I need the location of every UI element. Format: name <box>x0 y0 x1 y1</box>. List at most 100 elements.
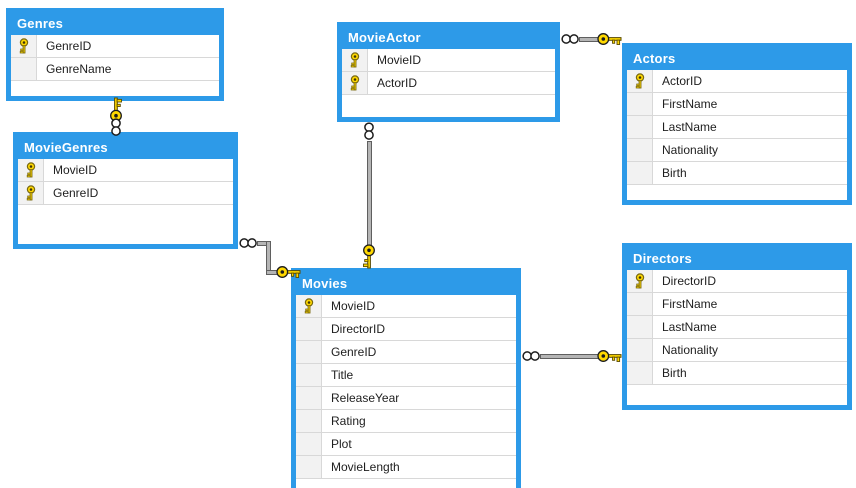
table-movieactor-title[interactable]: MovieActor <box>342 27 555 49</box>
primary-key-icon <box>635 73 644 89</box>
primary-key-icon <box>350 52 359 68</box>
column-name: Nationality <box>662 143 719 157</box>
column-name: Birth <box>662 166 687 180</box>
primary-key-icon <box>635 273 644 289</box>
pk-cell <box>18 159 44 181</box>
table-row[interactable]: MovieID <box>296 295 516 318</box>
primary-key-icon <box>304 298 313 314</box>
table-moviegenres[interactable]: MovieGenres MovieID GenreID <box>13 132 238 249</box>
key-icon <box>597 33 622 46</box>
table-actors-title[interactable]: Actors <box>627 48 847 70</box>
column-name: GenreName <box>46 62 112 76</box>
table-genres-body: GenreID GenreName <box>11 35 219 81</box>
table-moviegenres-title[interactable]: MovieGenres <box>18 137 233 159</box>
pk-cell <box>627 293 653 315</box>
pk-cell <box>296 364 322 386</box>
table-row[interactable]: Nationality <box>627 339 847 362</box>
pk-cell <box>11 35 37 57</box>
pk-cell <box>627 362 653 384</box>
table-row[interactable]: ActorID <box>627 70 847 93</box>
column-name: LastName <box>662 120 717 134</box>
column-name: GenreID <box>46 39 92 53</box>
column-name: DirectorID <box>331 322 386 336</box>
pk-cell <box>296 295 322 317</box>
table-row[interactable]: DirectorID <box>296 318 516 341</box>
key-icon <box>276 266 301 279</box>
column-name: Title <box>331 368 354 382</box>
column-name: Rating <box>331 414 366 428</box>
key-icon <box>597 350 622 363</box>
table-row[interactable]: Nationality <box>627 139 847 162</box>
primary-key-icon <box>350 75 359 91</box>
infinity-icon <box>111 118 121 136</box>
table-row[interactable]: GenreName <box>11 58 219 81</box>
relationship-line[interactable] <box>367 141 372 247</box>
table-actors[interactable]: Actors ActorID FirstName LastName Nation… <box>622 43 852 205</box>
table-row[interactable]: Plot <box>296 433 516 456</box>
relationship-line[interactable] <box>540 354 602 359</box>
column-name: ReleaseYear <box>331 391 400 405</box>
pk-cell <box>296 318 322 340</box>
pk-cell <box>342 72 368 94</box>
table-row[interactable]: GenreID <box>11 35 219 58</box>
infinity-icon <box>239 238 257 248</box>
table-row[interactable]: Title <box>296 364 516 387</box>
primary-key-icon <box>19 38 28 54</box>
table-genres-title[interactable]: Genres <box>11 13 219 35</box>
primary-key-icon <box>26 162 35 178</box>
column-name: LastName <box>662 320 717 334</box>
column-name: MovieID <box>377 53 422 67</box>
pk-cell <box>627 339 653 361</box>
table-row[interactable]: Rating <box>296 410 516 433</box>
table-row[interactable]: Birth <box>627 362 847 385</box>
table-row[interactable]: DirectorID <box>627 270 847 293</box>
table-row[interactable]: FirstName <box>627 93 847 116</box>
table-row[interactable]: GenreID <box>296 341 516 364</box>
table-moviegenres-body: MovieID GenreID <box>18 159 233 205</box>
column-name: Nationality <box>662 343 719 357</box>
column-name: ActorID <box>377 76 418 90</box>
column-name: DirectorID <box>662 274 717 288</box>
table-movies[interactable]: Movies MovieID DirectorID GenreID Title … <box>291 268 521 488</box>
pk-cell <box>342 49 368 71</box>
infinity-icon <box>364 122 374 140</box>
column-name: GenreID <box>53 186 99 200</box>
table-row[interactable]: FirstName <box>627 293 847 316</box>
table-row[interactable]: LastName <box>627 316 847 339</box>
column-name: FirstName <box>662 297 718 311</box>
pk-cell <box>11 58 37 80</box>
table-movies-body: MovieID DirectorID GenreID Title Release… <box>296 295 516 479</box>
pk-cell <box>296 433 322 455</box>
pk-cell <box>627 139 653 161</box>
pk-cell <box>627 116 653 138</box>
table-row[interactable]: MovieLength <box>296 456 516 479</box>
table-genres[interactable]: Genres GenreID GenreName <box>6 8 224 101</box>
pk-cell <box>627 270 653 292</box>
column-name: MovieID <box>331 299 376 313</box>
table-row[interactable]: ReleaseYear <box>296 387 516 410</box>
pk-cell <box>627 93 653 115</box>
primary-key-icon <box>26 185 35 201</box>
column-name: Birth <box>662 366 687 380</box>
table-movieactor[interactable]: MovieActor MovieID ActorID <box>337 22 560 122</box>
table-row[interactable]: MovieID <box>18 159 233 182</box>
table-row[interactable]: GenreID <box>18 182 233 205</box>
table-directors[interactable]: Directors DirectorID FirstName LastName … <box>622 243 852 410</box>
column-name: MovieID <box>53 163 98 177</box>
pk-cell <box>18 182 44 204</box>
column-name: MovieLength <box>331 460 400 474</box>
column-name: ActorID <box>662 74 703 88</box>
column-name: GenreID <box>331 345 377 359</box>
column-name: Plot <box>331 437 352 451</box>
table-actors-body: ActorID FirstName LastName Nationality B… <box>627 70 847 185</box>
table-row[interactable]: ActorID <box>342 72 555 95</box>
pk-cell <box>296 341 322 363</box>
table-row[interactable]: MovieID <box>342 49 555 72</box>
infinity-icon <box>522 351 540 361</box>
table-directors-title[interactable]: Directors <box>627 248 847 270</box>
table-row[interactable]: Birth <box>627 162 847 185</box>
infinity-icon <box>561 34 579 44</box>
table-row[interactable]: LastName <box>627 116 847 139</box>
table-movies-title[interactable]: Movies <box>296 273 516 295</box>
